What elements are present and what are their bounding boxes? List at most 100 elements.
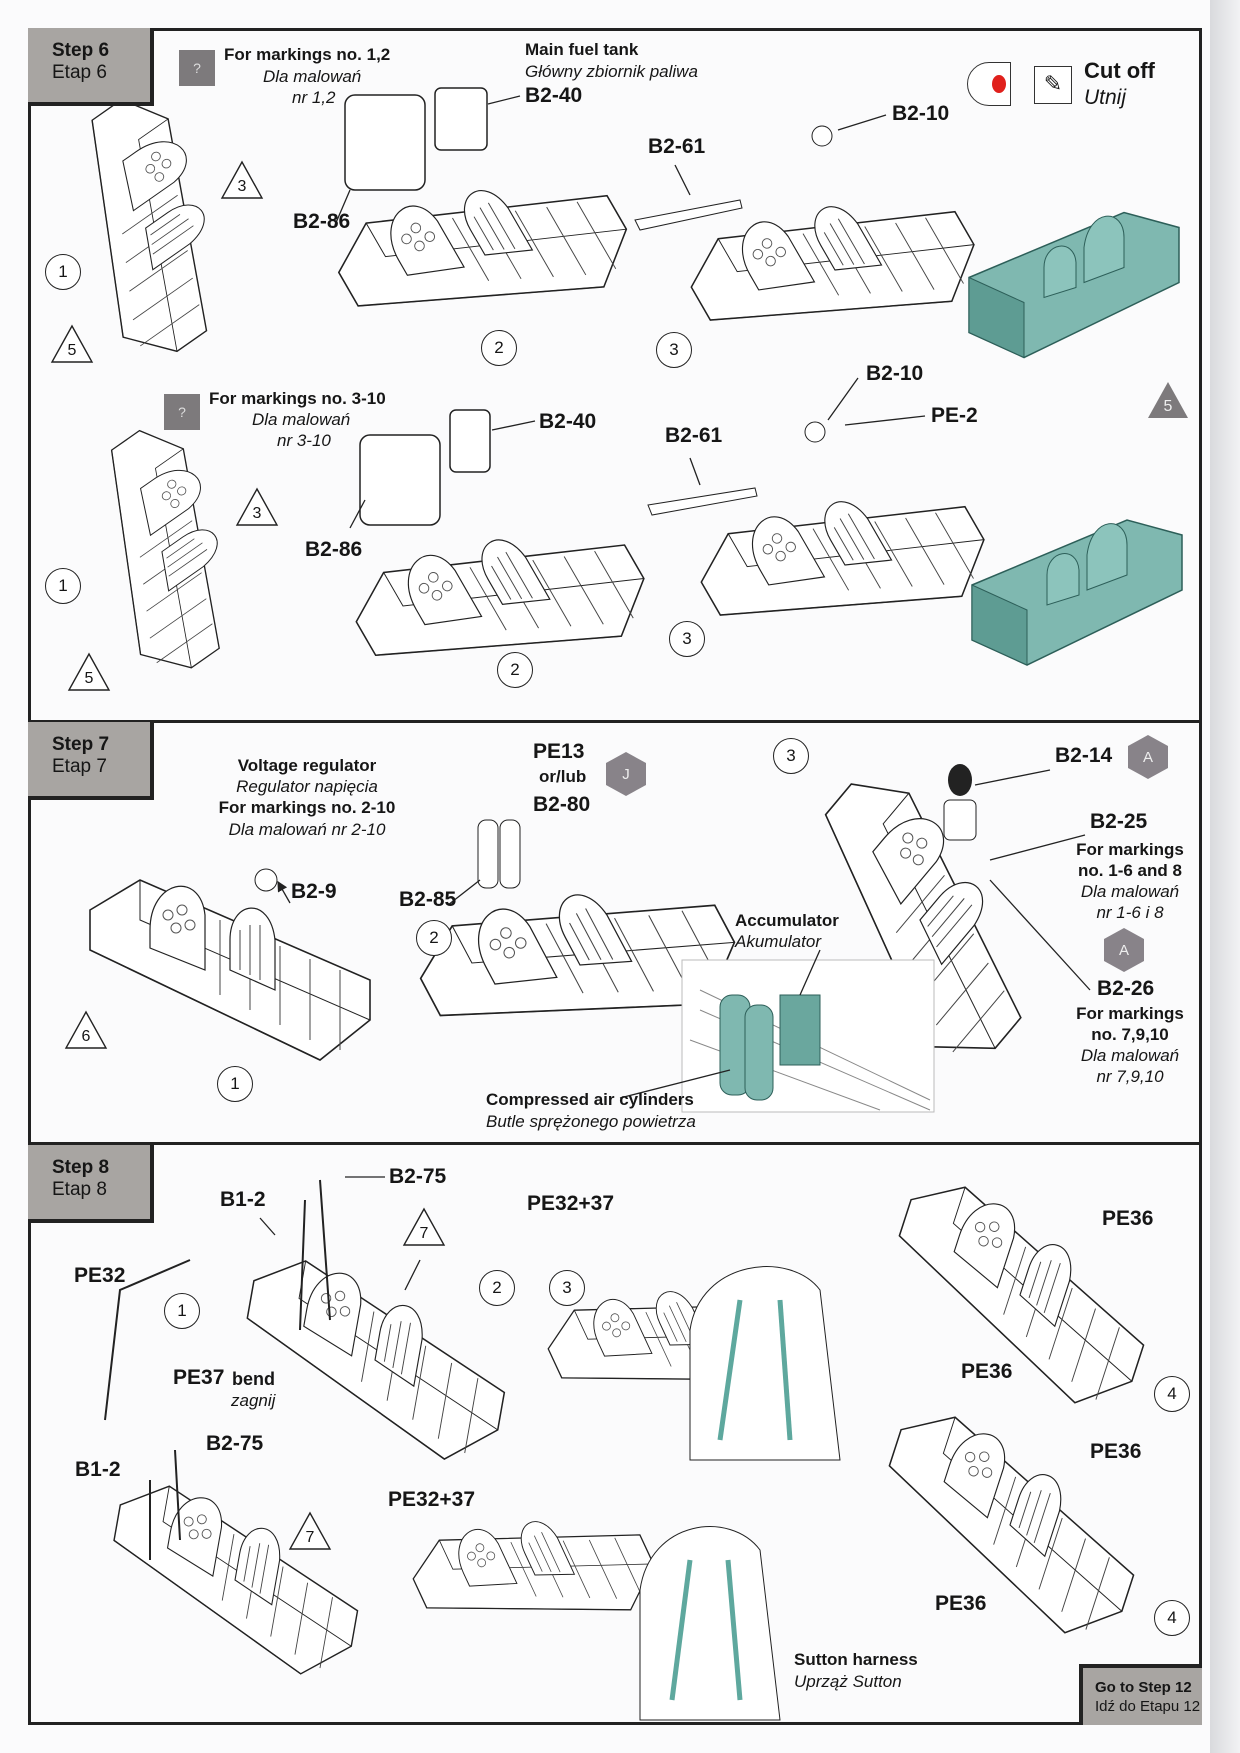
sub-step-circle: 4 xyxy=(1154,1600,1190,1636)
step-6-header: Step 6 Etap 6 xyxy=(28,28,154,106)
sub-step-triangle: 6 xyxy=(64,1010,108,1050)
part-b1-2: B1-2 xyxy=(220,1188,266,1211)
part-b2-10: B2-10 xyxy=(866,362,924,385)
sub-step-circle: 2 xyxy=(416,920,452,956)
step-number: Step 6 xyxy=(52,40,110,61)
part-pe37: PE37 xyxy=(173,1366,225,1389)
sub-step-circle: 2 xyxy=(481,330,517,366)
sub-step-circle: 3 xyxy=(656,332,692,368)
page-edge xyxy=(1210,0,1240,1753)
markings-note-pl: Dla malowań nr 2-10 xyxy=(228,820,386,839)
part-b2-80: B2-80 xyxy=(533,793,591,816)
part-b2-40: B2-40 xyxy=(525,84,583,107)
marking-marker: ? xyxy=(164,394,200,430)
markings-note-pl: nr 1-6 i 8 xyxy=(1096,903,1164,922)
part-b2-40: B2-40 xyxy=(539,410,597,433)
part-b1-2: B1-2 xyxy=(75,1458,121,1481)
part-pe32-37: PE32+37 xyxy=(527,1192,614,1215)
go-to-step-label-pl: Idź do Etapu 12 xyxy=(1095,1698,1201,1715)
cut-off-label: Cut off xyxy=(1084,58,1155,83)
sub-step-triangle: 3 xyxy=(235,487,279,527)
step-divider xyxy=(28,720,1202,723)
markings-note: For markings xyxy=(1076,1004,1184,1023)
markings-note-nr: nr 1,2 xyxy=(292,88,336,107)
part-b2-61: B2-61 xyxy=(648,135,706,158)
part-pe36: PE36 xyxy=(935,1592,987,1615)
sub-step-circle: 1 xyxy=(217,1066,253,1102)
part-pe36: PE36 xyxy=(1102,1207,1154,1230)
part-b2-86: B2-86 xyxy=(305,538,363,561)
step-divider xyxy=(28,1142,1202,1145)
sub-step-circle: 1 xyxy=(45,254,81,290)
marking-marker: ? xyxy=(179,50,215,86)
part-pe13: PE13 xyxy=(533,740,585,763)
bend-label: bend xyxy=(232,1369,275,1389)
page-frame xyxy=(28,28,1202,1725)
sub-step-triangle: 7 xyxy=(402,1207,446,1247)
step-number: Step 7 xyxy=(52,734,110,755)
markings-note-pl: Dla malowań xyxy=(1080,882,1180,901)
markings-note-pl: Dla malowań xyxy=(252,410,351,429)
cylinders-label-pl: Butle sprężonego powietrza xyxy=(486,1112,696,1131)
sub-step-circle: 4 xyxy=(1154,1376,1190,1412)
part-b2-14: B2-14 xyxy=(1055,744,1113,767)
markings-note-pl: nr 7,9,10 xyxy=(1096,1067,1164,1086)
markings-note: no. 7,9,10 xyxy=(1091,1025,1169,1044)
sub-step-circle: 2 xyxy=(479,1270,515,1306)
step-7-header: Step 7 Etap 7 xyxy=(28,722,154,800)
bend-label-pl: zagnij xyxy=(231,1391,276,1410)
markings-note-pl: Dla malowań xyxy=(263,67,362,86)
part-pe32: PE32 xyxy=(74,1264,126,1287)
step-number-pl: Etap 8 xyxy=(52,1179,107,1200)
sub-step-triangle: 5 xyxy=(50,324,94,364)
cut-off-label-pl: Utnij xyxy=(1084,86,1127,109)
part-b2-85: B2-85 xyxy=(399,888,457,911)
sutton-harness-label-pl: Uprząż Sutton xyxy=(794,1672,902,1691)
part-b2-26: B2-26 xyxy=(1097,977,1155,1000)
fuel-tank-label-pl: Główny zbiornik paliwa xyxy=(525,62,698,81)
markings-note: For markings no. 1,2 xyxy=(224,45,391,64)
part-b2-10: B2-10 xyxy=(892,102,950,125)
go-to-step-label: Go to Step 12 xyxy=(1095,1679,1192,1696)
part-pe36: PE36 xyxy=(961,1360,1013,1383)
or-label: or/lub xyxy=(539,767,587,786)
sub-step-circle: 2 xyxy=(497,652,533,688)
part-b2-75: B2-75 xyxy=(389,1165,447,1188)
part-pe-2: PE-2 xyxy=(931,404,978,427)
part-b2-86: B2-86 xyxy=(293,210,351,233)
step-8-header: Step 8 Etap 8 xyxy=(28,1145,154,1223)
part-b2-61: B2-61 xyxy=(665,424,723,447)
part-pe32-37: PE32+37 xyxy=(388,1488,475,1511)
knife-icon: ✎ xyxy=(1034,66,1072,104)
part-b2-75: B2-75 xyxy=(206,1432,264,1455)
markings-note: For markings no. 2-10 xyxy=(218,798,396,817)
next-step-badge: 5 xyxy=(1146,380,1190,420)
sub-step-circle: 1 xyxy=(45,568,81,604)
part-pe36: PE36 xyxy=(1090,1440,1142,1463)
step-number-pl: Etap 6 xyxy=(52,62,107,83)
fuel-tank-label: Main fuel tank xyxy=(525,40,639,59)
voltage-regulator-label: Voltage regulator xyxy=(237,756,377,775)
cut-off-icon xyxy=(967,62,1011,106)
accumulator-label-pl: Akumulator xyxy=(735,932,821,951)
accumulator-label: Accumulator xyxy=(735,911,839,930)
sub-step-triangle: 3 xyxy=(220,160,264,200)
go-to-step-box: Go to Step 12 Idź do Etapu 12 xyxy=(1079,1664,1202,1725)
markings-note-pl: Dla malowań xyxy=(1080,1046,1180,1065)
step-number: Step 8 xyxy=(52,1157,110,1178)
voltage-regulator-label-pl: Regulator napięcia xyxy=(236,777,378,796)
markings-note: For markings xyxy=(1076,840,1184,859)
markings-note-nr: nr 3-10 xyxy=(277,431,331,450)
part-b2-25: B2-25 xyxy=(1090,810,1148,833)
part-b2-9: B2-9 xyxy=(291,880,337,903)
sub-step-circle: 3 xyxy=(669,621,705,657)
markings-note: For markings no. 3-10 xyxy=(209,389,386,408)
sub-step-triangle: 7 xyxy=(288,1511,332,1551)
markings-note: no. 1-6 and 8 xyxy=(1078,861,1182,880)
cylinders-label: Compressed air cylinders xyxy=(486,1090,694,1109)
sub-step-circle: 3 xyxy=(773,738,809,774)
sutton-harness-label: Sutton harness xyxy=(794,1650,918,1669)
sub-step-triangle: 5 xyxy=(67,652,111,692)
step-number-pl: Etap 7 xyxy=(52,756,107,777)
